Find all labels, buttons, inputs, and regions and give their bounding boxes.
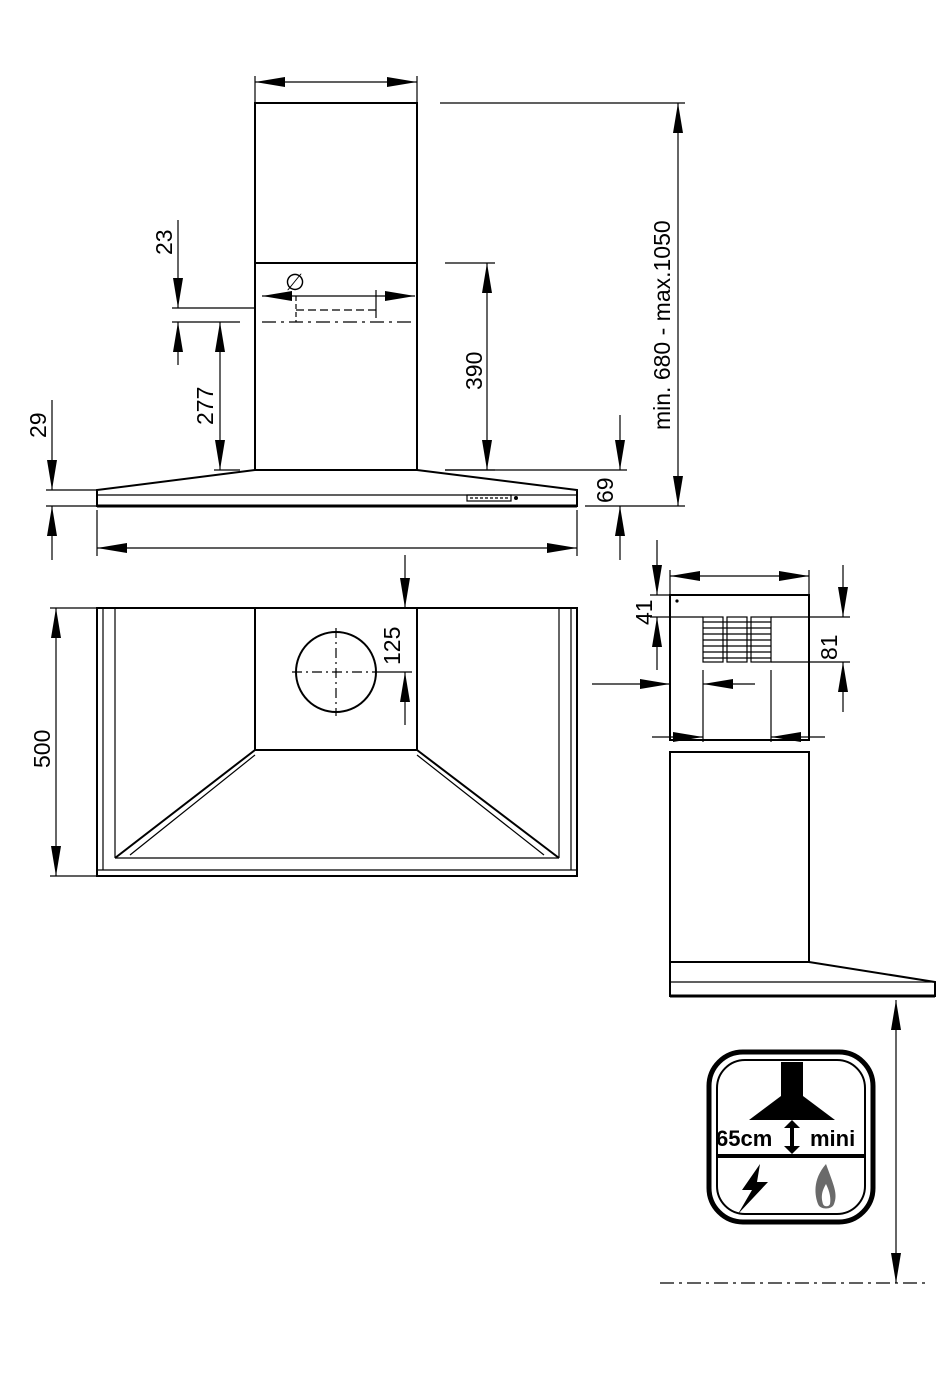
front-view: ∅ 23 277 390 min. 680 - max.1050 69 29: [25, 76, 685, 560]
dim-125-label: 125: [379, 627, 405, 665]
top-view: 125 500: [29, 555, 577, 876]
dim-total-label: min. 680 - max.1050: [649, 220, 675, 430]
chimney-lower: [255, 263, 417, 470]
dim-81-label: 81: [816, 634, 842, 660]
dim-69-label: 69: [592, 477, 618, 503]
flame-icon: [815, 1164, 835, 1209]
chimney-upper: [255, 103, 417, 263]
dim-390-label: 390: [461, 352, 487, 390]
dim-29-label: 29: [25, 412, 51, 438]
diameter-symbol: ∅: [285, 269, 305, 295]
dim-277-label: 277: [192, 387, 218, 425]
vent-grille: [703, 617, 771, 662]
dim-41-label: 41: [631, 599, 657, 625]
canopy-outline: [97, 608, 577, 876]
min-distance-badge: 65cm mini: [709, 1052, 873, 1222]
control-panel: [467, 495, 511, 501]
badge-mini-label: mini: [810, 1126, 855, 1151]
side-chimney-lower: [670, 752, 809, 962]
lightning-icon: [738, 1164, 768, 1214]
side-view: 41 81: [592, 540, 935, 1283]
badge-distance: 65cm: [716, 1126, 772, 1151]
dim-23-label: 23: [151, 229, 177, 255]
indicator-light: [514, 496, 518, 500]
hood-icon: [749, 1062, 835, 1120]
dim-500-label: 500: [29, 730, 55, 768]
side-canopy: [670, 962, 935, 996]
